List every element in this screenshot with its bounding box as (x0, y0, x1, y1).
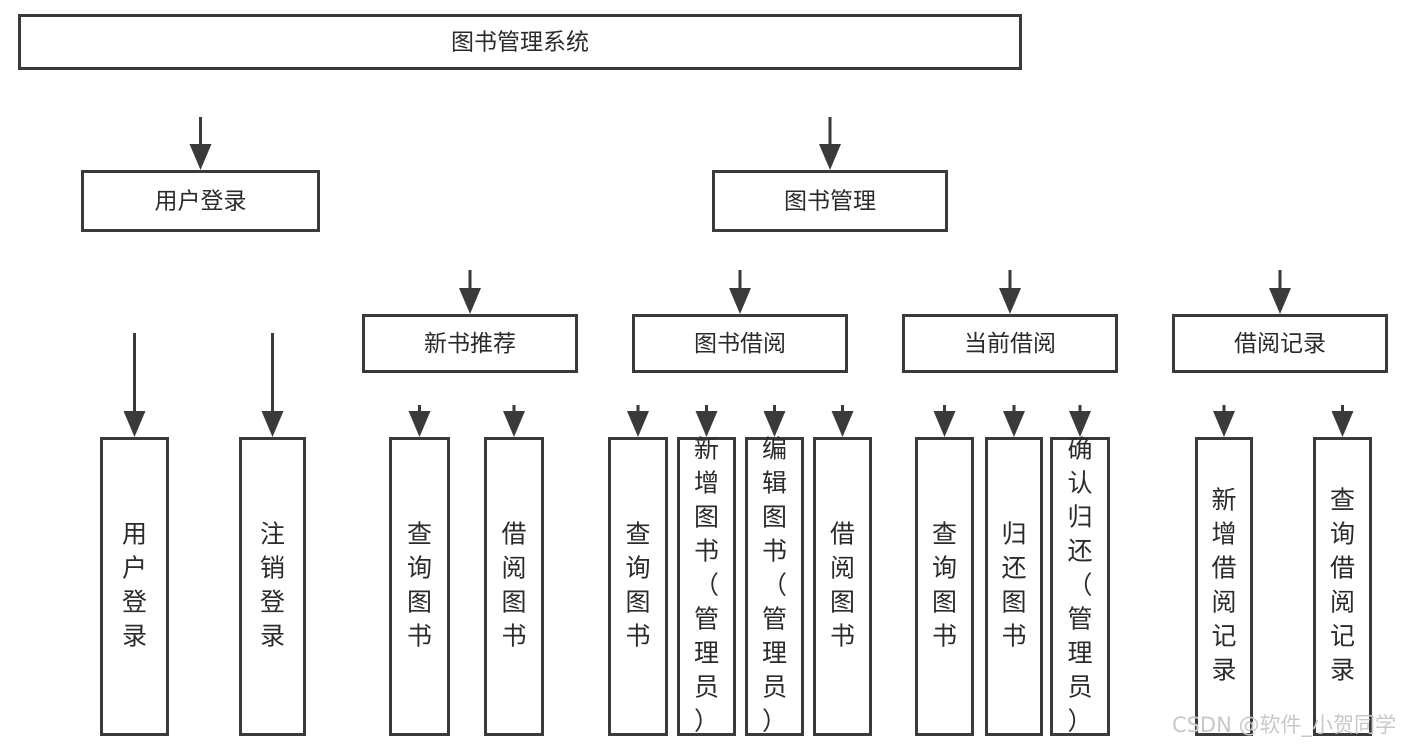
user-login-edge-0-arrowhead (123, 411, 146, 437)
user-login-edge-1-arrowhead (261, 411, 284, 437)
node-current-borrow[interactable]: 当前借阅 (902, 314, 1118, 373)
node-box-query-book-1[interactable] (389, 437, 450, 736)
node-box-book-borrow[interactable] (632, 314, 848, 373)
node-label-borrow-book-1: 借阅图书 (501, 520, 526, 651)
book-borrow-edge-1-arrowhead (695, 411, 718, 437)
node-label-current-borrow: 当前借阅 (964, 331, 1056, 357)
node-label-borrow-book-2: 借阅图书 (830, 520, 855, 651)
node-root[interactable]: 图书管理系统 (18, 14, 1022, 70)
node-query-book-2[interactable]: 查询图书 (608, 437, 668, 736)
current-borrow-edge-1-arrowhead (1003, 411, 1025, 437)
book-borrow-edge-3-arrowhead (831, 411, 854, 437)
node-box-borrow-book-2[interactable] (813, 437, 872, 736)
node-box-query-book-2[interactable] (608, 437, 668, 736)
book-manage-edge-2-arrowhead (999, 288, 1021, 314)
node-box-new-book-recommend[interactable] (362, 314, 578, 373)
node-box-add-book-admin[interactable] (677, 437, 736, 736)
node-label-borrow-record: 借阅记录 (1234, 331, 1326, 357)
node-label-book-manage: 图书管理 (784, 189, 876, 215)
node-label-logout-leaf: 注销登录 (260, 520, 285, 651)
node-label-new-book-recommend: 新书推荐 (424, 331, 516, 357)
borrow-record-edge-1-arrowhead (1331, 411, 1354, 437)
node-box-borrow-record[interactable] (1172, 314, 1388, 373)
node-label-query-book-3: 查询图书 (932, 520, 957, 651)
watermark-text: CSDN @软件_小贺同学 (1172, 713, 1396, 738)
node-user-login-leaf[interactable]: 用户登录 (100, 437, 169, 736)
node-add-borrow-record[interactable]: 新增借阅记录 (1195, 437, 1253, 736)
node-box-user-login[interactable] (81, 170, 320, 232)
book-borrow-edge-0-arrowhead (627, 411, 649, 437)
node-query-book-3[interactable]: 查询图书 (915, 437, 974, 736)
node-label-edit-book-admin: 编辑图书（管理员） (762, 435, 787, 736)
node-user-login[interactable]: 用户登录 (81, 170, 320, 232)
node-return-book[interactable]: 归还图书 (985, 437, 1043, 736)
node-box-return-book[interactable] (985, 437, 1043, 736)
node-box-logout-leaf[interactable] (239, 437, 306, 736)
root-edge-0-arrowhead (189, 144, 212, 170)
node-label-query-book-1: 查询图书 (407, 520, 432, 651)
node-box-edit-book-admin[interactable] (745, 437, 804, 736)
node-borrow-book-2[interactable]: 借阅图书 (813, 437, 872, 736)
node-borrow-book-1[interactable]: 借阅图书 (484, 437, 544, 736)
book-manage-edge-0-arrowhead (459, 288, 481, 314)
node-box-current-borrow[interactable] (902, 314, 1118, 373)
node-box-user-login-leaf[interactable] (100, 437, 169, 736)
node-label-query-book-2: 查询图书 (625, 520, 650, 651)
node-box-add-borrow-record[interactable] (1195, 437, 1253, 736)
node-box-query-borrow-record[interactable] (1313, 437, 1372, 736)
connector-layer (124, 117, 1354, 437)
node-box-root[interactable] (18, 14, 1022, 70)
node-borrow-record[interactable]: 借阅记录 (1172, 314, 1388, 373)
node-box-book-manage[interactable] (712, 170, 948, 232)
node-label-add-borrow-record: 新增借阅记录 (1211, 486, 1236, 685)
node-box-borrow-book-1[interactable] (484, 437, 544, 736)
node-label-root: 图书管理系统 (451, 30, 589, 56)
node-layer: 图书管理系统用户登录用户登录注销登录图书管理新书推荐查询图书借阅图书图书借阅查询… (18, 14, 1388, 736)
node-box-query-book-3[interactable] (915, 437, 974, 736)
current-borrow-edge-0-arrowhead (933, 411, 956, 437)
node-label-book-borrow: 图书借阅 (694, 331, 786, 357)
node-book-manage[interactable]: 图书管理 (712, 170, 948, 232)
node-book-borrow[interactable]: 图书借阅 (632, 314, 848, 373)
root-edge-1-arrowhead (819, 144, 841, 170)
node-add-book-admin[interactable]: 新增图书（管理员） (677, 435, 736, 736)
node-edit-book-admin[interactable]: 编辑图书（管理员） (745, 435, 804, 736)
node-label-add-book-admin: 新增图书（管理员） (694, 435, 719, 736)
new-book-recommend-edge-1-arrowhead (503, 411, 525, 437)
book-borrow-edge-2-arrowhead (763, 411, 786, 437)
node-label-query-borrow-record: 查询借阅记录 (1330, 486, 1355, 685)
current-borrow-edge-2-arrowhead (1069, 411, 1091, 437)
node-box-confirm-return-admin[interactable] (1050, 437, 1110, 736)
node-label-user-login: 用户登录 (155, 189, 247, 215)
node-new-book-recommend[interactable]: 新书推荐 (362, 314, 578, 373)
node-label-confirm-return-admin: 确认归还（管理员） (1067, 435, 1092, 736)
node-label-return-book: 归还图书 (1001, 520, 1026, 651)
node-query-book-1[interactable]: 查询图书 (389, 437, 450, 736)
borrow-record-edge-0-arrowhead (1213, 411, 1235, 437)
node-logout-leaf[interactable]: 注销登录 (239, 437, 306, 736)
node-query-borrow-record[interactable]: 查询借阅记录 (1313, 437, 1372, 736)
node-confirm-return-admin[interactable]: 确认归还（管理员） (1050, 435, 1110, 736)
book-manage-edge-3-arrowhead (1269, 288, 1291, 314)
new-book-recommend-edge-0-arrowhead (408, 411, 431, 437)
node-label-user-login-leaf: 用户登录 (122, 520, 147, 651)
book-manage-edge-1-arrowhead (729, 288, 751, 314)
